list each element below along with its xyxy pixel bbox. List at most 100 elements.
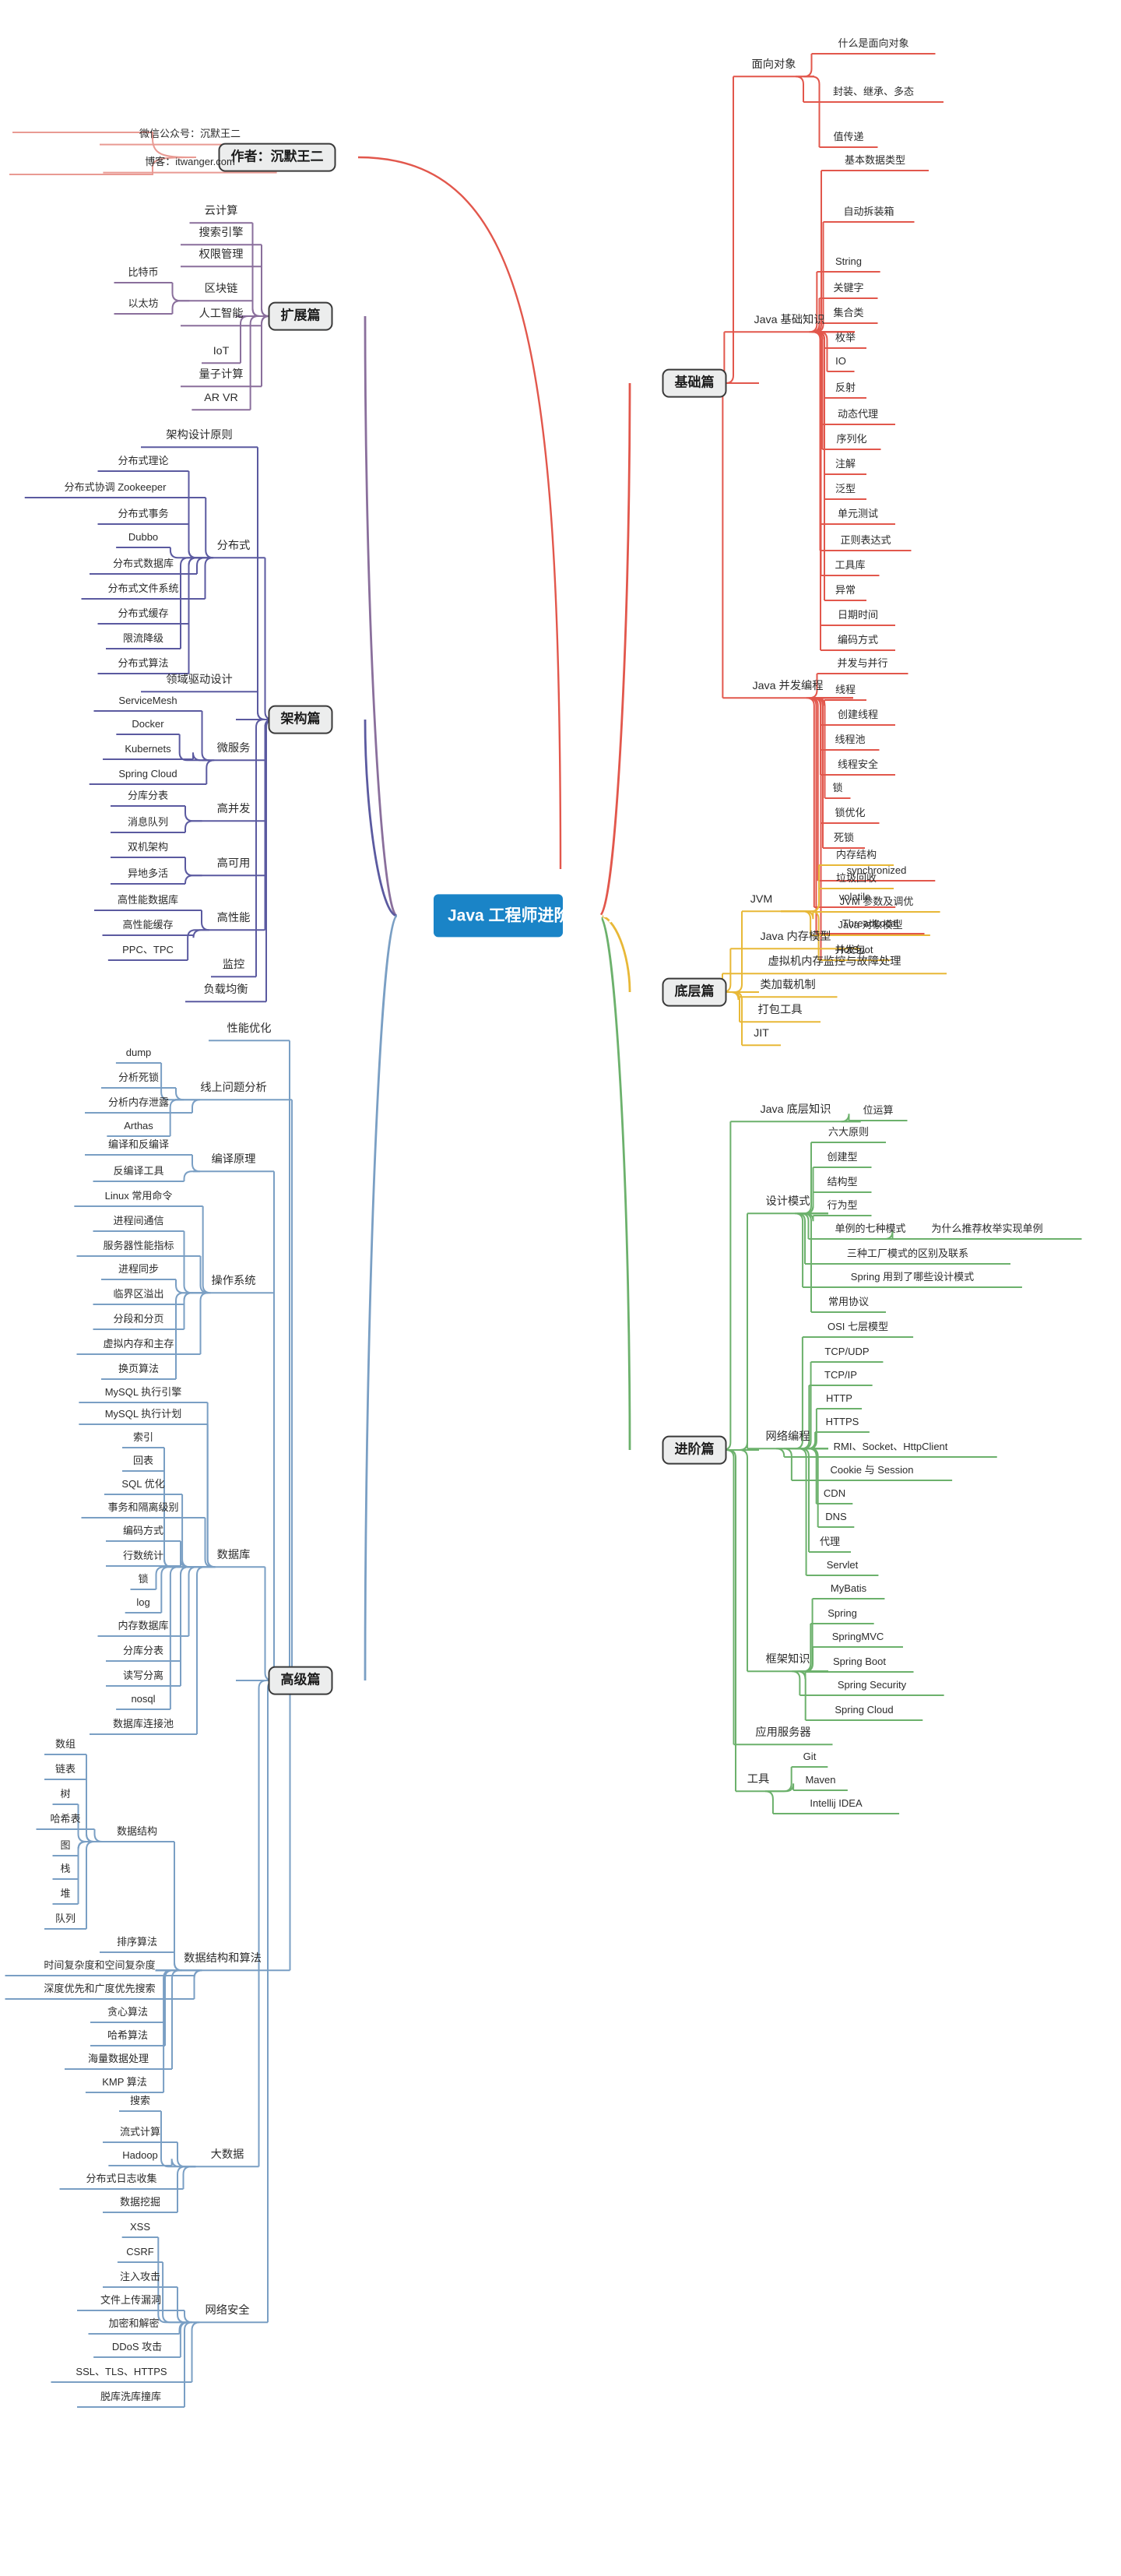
node-IO: IO [835,354,846,367]
node-Dubbo: Dubbo [128,530,159,543]
node-分布式算法: 分布式算法 [118,656,169,669]
node-分库分表: 分库分表 [127,789,169,801]
node-贪心算法: 贪心算法 [107,2005,149,2018]
node-数据结构和算法: 数据结构和算法 [184,1952,262,1965]
node-Hadoop: Hadoop [122,2148,158,2161]
node-创建型: 创建型 [827,1150,858,1163]
node-消息队列: 消息队列 [127,815,169,828]
node-哈希表: 哈希表 [50,1812,81,1825]
node-Spring-Boot: Spring Boot [832,1655,887,1667]
node-时间复杂度和空间复杂度: 时间复杂度和空间复杂度 [44,1958,156,1971]
node-Java-对象模型: Java 对象模型 [838,918,903,931]
node-垃圾回收: 垃圾回收 [835,871,877,884]
node-Java-底层知识: Java 底层知识 [760,1103,831,1117]
node-锁: 锁 [832,781,843,794]
node-框架知识: 框架知识 [765,1653,810,1666]
node-线程: 线程 [835,683,856,695]
node-队列: 队列 [54,1912,76,1924]
node-限流降级: 限流降级 [122,632,164,644]
node-Cookie-与-Session: Cookie 与 Session [830,1463,914,1476]
topic-jinjie[interactable]: 进阶篇 [662,1435,727,1465]
node-高性能: 高性能 [216,912,251,925]
node-换页算法: 换页算法 [118,1362,160,1374]
node-分析内存泄露: 分析内存泄露 [107,1096,170,1108]
node-SpringMVC: SpringMVC [831,1630,884,1642]
node-操作系统: 操作系统 [211,1275,256,1288]
node-读写分离: 读写分离 [122,1669,164,1681]
node-微服务: 微服务 [216,742,251,755]
node-权限管理: 权限管理 [199,248,244,262]
node-事务和隔离级别: 事务和隔离级别 [107,1501,179,1513]
node-分库分表: 分库分表 [122,1644,164,1656]
topic-diceng[interactable]: 底层篇 [662,977,727,1007]
node-Spring-Security: Spring Security [837,1678,907,1691]
node-海量数据处理: 海量数据处理 [87,2052,149,2064]
author-note-0: 微信公众号：沉默王二 [139,127,241,139]
node-内存数据库: 内存数据库 [118,1619,169,1631]
node-反射: 反射 [835,381,856,393]
node-String: String [835,255,863,267]
node-Java-基础知识: Java 基础知识 [754,314,825,327]
node-volatile: volatile [838,890,871,903]
node-JVM: JVM [750,893,773,906]
node-XSS: XSS [129,2220,151,2233]
node-反编译工具: 反编译工具 [113,1164,164,1177]
node-面向对象: 面向对象 [751,58,796,72]
node-Kubernets: Kubernets [125,742,171,755]
node-Maven: Maven [805,1773,836,1786]
node-分布式日志收集: 分布式日志收集 [86,2172,157,2184]
node-分布式: 分布式 [216,540,251,553]
node-高可用: 高可用 [216,857,251,871]
node-索引: 索引 [132,1431,154,1443]
node-代理: 代理 [819,1535,841,1547]
node-高并发: 高并发 [216,803,251,816]
node-分布式文件系统: 分布式文件系统 [107,582,179,594]
node-三种工厂模式的区别及联系: 三种工厂模式的区别及联系 [846,1247,969,1259]
node-dump: dump [125,1046,152,1058]
node-Servlet: Servlet [826,1558,859,1571]
topic-gaoji[interactable]: 高级篇 [268,1666,333,1695]
node-SSL-TLS-HTTPS: SSL、TLS、HTTPS [76,2365,167,2377]
node-栈: 栈 [60,1862,71,1874]
node-AR-VR: AR VR [204,392,238,405]
node-ServiceMesh: ServiceMesh [118,694,177,706]
node-虚拟内存和主存: 虚拟内存和主存 [103,1337,174,1350]
node-Linux-常用命令: Linux 常用命令 [104,1189,173,1202]
node-MySQL-执行计划: MySQL 执行计划 [104,1407,182,1420]
node-架构设计原则: 架构设计原则 [166,429,233,442]
node-回表: 回表 [132,1454,154,1466]
node-JVM-参数及调优: JVM 参数及调优 [839,895,914,907]
node-分布式事务: 分布式事务 [118,507,169,519]
node-大数据: 大数据 [210,2148,244,2162]
node-Java-并发编程: Java 并发编程 [752,680,824,693]
node-量子计算: 量子计算 [199,368,244,382]
node-PPC-TPC: PPC、TPC [122,943,174,955]
topic-jichu[interactable]: 基础篇 [662,368,727,398]
node-ThreadLocal: ThreadLocal [842,917,899,929]
node-OSI-七层模型: OSI 七层模型 [827,1320,889,1332]
node-编译和反编译: 编译和反编译 [107,1138,170,1150]
node-数据结构: 数据结构 [116,1825,158,1837]
node-动态代理: 动态代理 [837,407,879,420]
node-log: log [136,1596,150,1608]
node-CSRF: CSRF [126,2245,154,2258]
node-堆: 堆 [60,1887,71,1899]
node-应用服务器: 应用服务器 [755,1726,811,1740]
author-node: 作者：沉默王二 [218,143,336,172]
node-Spring-Cloud: Spring Cloud [835,1703,894,1716]
node-序列化: 序列化 [836,432,867,445]
node-脱库洗库撞库: 脱库洗库撞库 [100,2390,162,2402]
node-编码方式: 编码方式 [122,1524,164,1536]
node-Java-内存模型: Java 内存模型 [760,931,831,944]
node-分布式缓存: 分布式缓存 [118,607,169,619]
node-进程间通信: 进程间通信 [113,1214,164,1226]
node-类加载机制: 类加载机制 [760,979,816,992]
topic-jiagou[interactable]: 架构篇 [268,705,333,734]
node-注入攻击: 注入攻击 [119,2270,161,2282]
node-行数统计: 行数统计 [122,1549,164,1561]
node-枚举: 枚举 [835,331,856,343]
topic-kuozhan[interactable]: 扩展篇 [268,301,333,331]
node-数据库连接池: 数据库连接池 [112,1717,174,1730]
node-nosql: nosql [131,1692,156,1705]
